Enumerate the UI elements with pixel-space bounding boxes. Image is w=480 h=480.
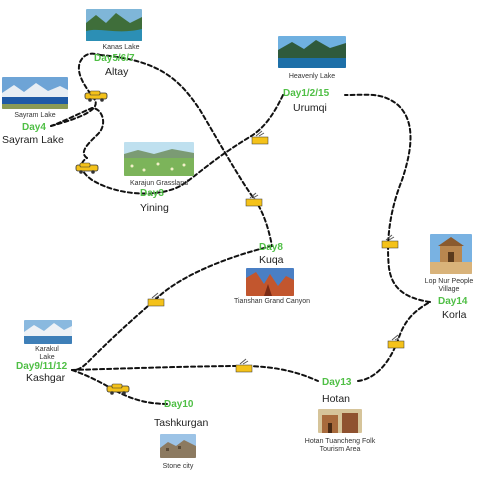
sayram-lake-photo	[2, 77, 68, 109]
route-hotan-korla	[357, 301, 431, 382]
plane-icon	[235, 358, 253, 373]
kanas-lake-photo	[86, 9, 142, 41]
city-kashgar: Kashgar	[26, 372, 66, 384]
route-yining-sayram	[50, 106, 105, 159]
city-kuqa: Kuqa	[259, 254, 284, 266]
day-label-urumqi: Day1/2/15	[283, 88, 330, 99]
city-korla: Korla	[442, 309, 467, 321]
karajun-grassland-caption: Karajun Grassland	[130, 180, 188, 187]
day-label-sayram: Day4	[22, 122, 46, 133]
day-label-korla: Day14	[438, 296, 468, 307]
route-sayram-altay	[50, 52, 101, 127]
lop-nur-caption: Lop Nur People Village	[424, 278, 474, 293]
day-label-hotan: Day13	[322, 377, 352, 388]
stone-city-photo	[160, 434, 196, 458]
city-yining: Yining	[140, 202, 169, 214]
city-urumqi: Urumqi	[293, 102, 327, 114]
karajun-grassland-photo	[124, 142, 194, 176]
city-hotan: Hotan	[322, 393, 351, 405]
day-label-kashgar: Day9/11/12	[16, 361, 68, 372]
heavenly-lake-caption: Heavenly Lake	[288, 73, 336, 80]
city-sayram: Sayram Lake	[2, 134, 64, 146]
tianshan-canyon-photo	[246, 268, 294, 296]
karakul-lake-photo	[24, 320, 72, 344]
tuancheng-caption: Hotan Tuancheng Folk Tourism Area	[304, 438, 376, 453]
stone-city-caption: Stone city	[162, 463, 194, 470]
kanas-lake-caption: Kanas Lake	[102, 44, 140, 51]
car-icon	[106, 383, 130, 395]
route-korla-urumqi	[344, 93, 431, 303]
day-label-yining: Day3	[140, 188, 164, 199]
sayram-lake-caption: Sayram Lake	[14, 112, 56, 119]
route-altay-kuqa	[99, 54, 273, 247]
car-icon	[75, 162, 99, 174]
day-label-altay: Day5/6/7	[94, 53, 135, 64]
route-urumqi-yining	[80, 94, 284, 195]
lop-nur-photo	[430, 234, 472, 274]
plane-icon	[251, 130, 269, 145]
plane-icon	[147, 292, 165, 307]
day-label-tashkurgan: Day10	[164, 399, 194, 410]
route-kashgar-hotan	[71, 364, 319, 382]
city-altay: Altay	[105, 66, 129, 78]
karakul-lake-caption: Karakul Lake	[35, 346, 59, 361]
plane-icon	[387, 334, 405, 349]
plane-icon	[245, 192, 263, 207]
route-kuqa-kashgar	[71, 245, 273, 371]
tuancheng-photo	[318, 409, 362, 433]
city-tashkurgan: Tashkurgan	[154, 417, 209, 429]
car-icon	[84, 90, 108, 102]
plane-icon	[381, 234, 399, 249]
day-label-kuqa: Day8	[259, 242, 283, 253]
heavenly-lake-photo	[278, 36, 346, 68]
tianshan-canyon-caption: Tianshan Grand Canyon	[233, 298, 310, 305]
